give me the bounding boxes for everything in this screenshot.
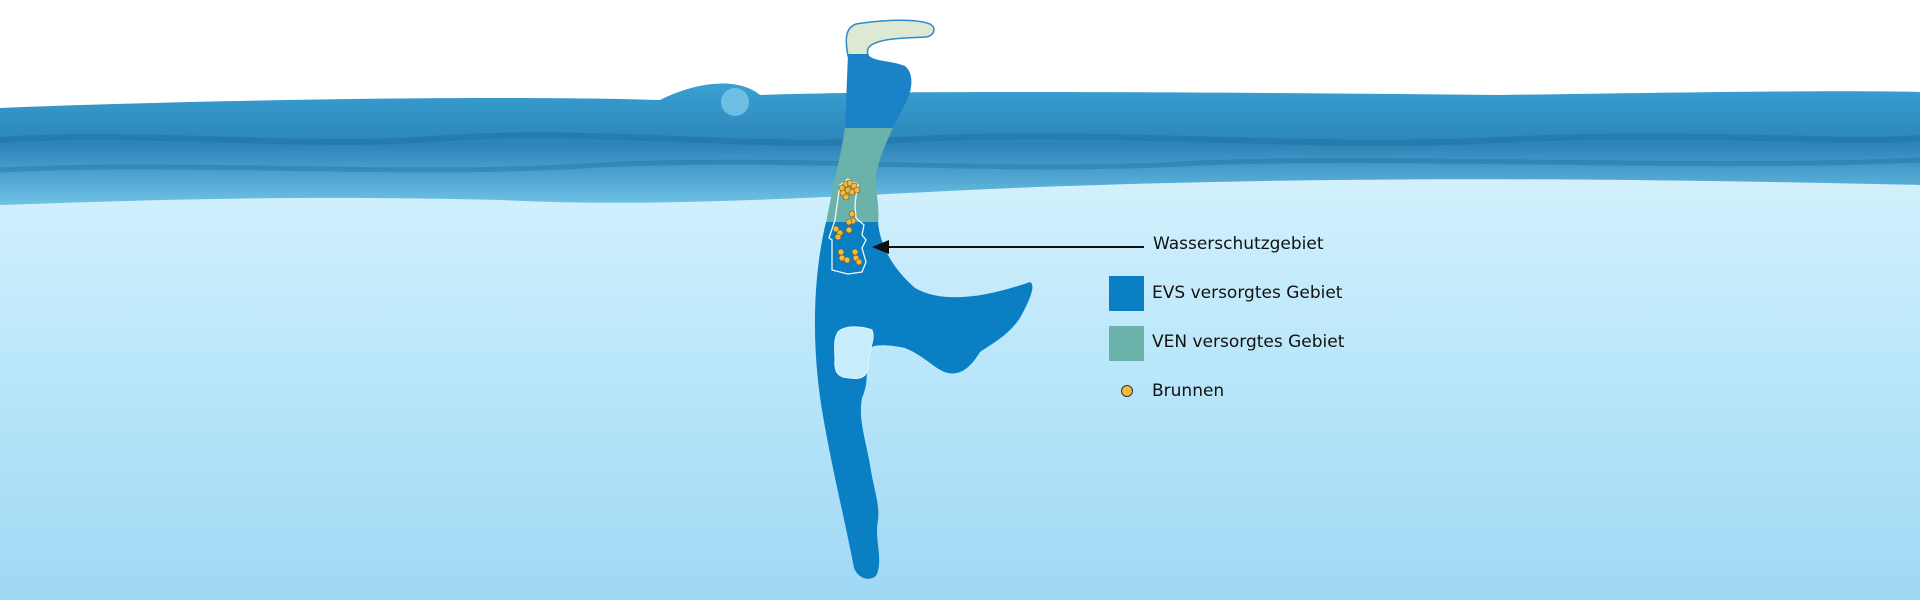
legend-swatch-evs [1109, 276, 1144, 311]
water-bubble [721, 88, 749, 116]
evs-area-north [845, 54, 912, 129]
well-marker [832, 225, 840, 233]
water-surface [0, 83, 1920, 205]
hook-area [845, 19, 935, 57]
legend-label-ven: VEN versorgtes Gebiet [1152, 332, 1345, 352]
annotation-arrow-head [872, 240, 889, 254]
protection-zone-outline [828, 178, 867, 275]
well-marker [848, 210, 856, 218]
underwater-background [0, 150, 1920, 600]
legend-swatch-ven [1109, 326, 1144, 361]
legend-label-evs: EVS versorgtes Gebiet [1152, 283, 1343, 303]
lake [834, 326, 874, 379]
well-marker [853, 186, 861, 194]
wave-ripple [0, 157, 1920, 173]
legend-label-wells: Brunnen [1152, 381, 1225, 401]
well-marker [837, 248, 845, 256]
well-marker [855, 258, 863, 266]
ven-area [826, 128, 893, 223]
wells-group [832, 179, 863, 266]
well-marker [834, 233, 842, 241]
well-marker [851, 248, 859, 256]
evs-area-south [814, 222, 1033, 579]
well-marker [845, 218, 853, 226]
well-marker [842, 193, 850, 201]
wave-ripple [0, 132, 1920, 146]
protection-zone-label: Wasserschutzgebiet [1153, 234, 1324, 254]
legend-well-icon [1121, 385, 1133, 397]
well-marker [843, 256, 851, 264]
well-marker [845, 226, 853, 234]
